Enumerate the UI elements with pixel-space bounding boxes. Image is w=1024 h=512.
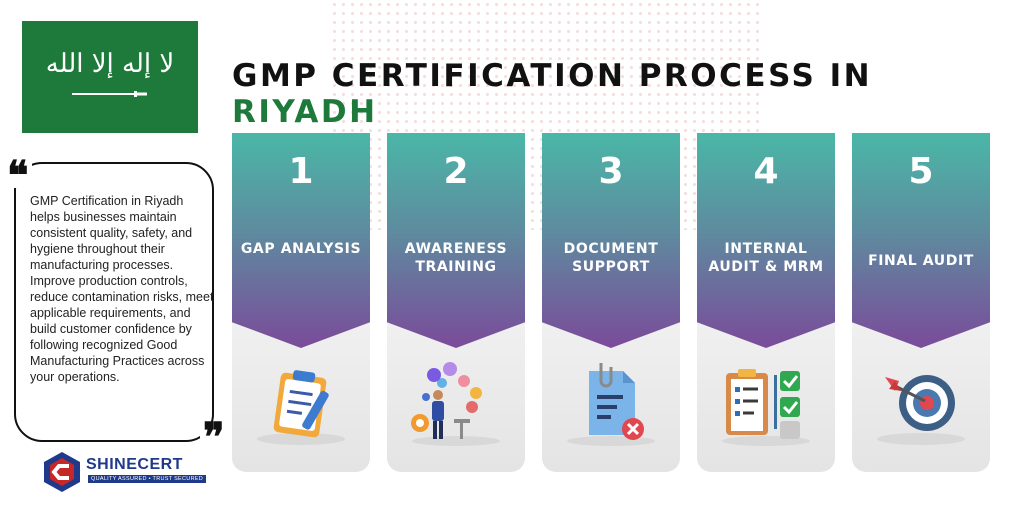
quote-text: GMP Certification in Riyadh helps busine… [30, 194, 214, 384]
step-card-1: 1 GAP ANALYSIS [232, 133, 370, 472]
step-card-3: 3 DOCUMENT SUPPORT [542, 133, 680, 472]
step-label: FINAL AUDIT [868, 253, 974, 269]
shinecert-logo: SHINECERT QUALITY ASSURED • TRUST SECURE… [42, 450, 207, 494]
step-banner [542, 133, 680, 348]
presenter-icon [411, 362, 500, 446]
document-error-icon [567, 363, 655, 446]
close-quote-icon: ❞ [200, 418, 228, 458]
page-title: GMP CERTIFICATION PROCESS IN RIYADH [232, 58, 1012, 130]
title-prefix: GMP CERTIFICATION PROCESS IN [232, 58, 873, 94]
step-number: 3 [598, 151, 624, 192]
quote-box [14, 162, 214, 442]
open-quote-icon: ❝ [4, 156, 32, 196]
step-number: 5 [908, 151, 934, 192]
sword-icon [72, 91, 147, 97]
step-label: INTERNAL AUDIT & MRM [708, 241, 824, 275]
logo-name: SHINECERT [86, 456, 183, 473]
step-card-2: 2 AWARENESS TRAINING [387, 133, 525, 472]
step-banner [852, 133, 990, 348]
clipboard-pen-icon [257, 370, 345, 445]
title-accent: RIYADH [232, 94, 378, 130]
step-banner [697, 133, 835, 348]
target-dart-icon [877, 375, 965, 445]
flag-shahada: ﻻ ﺇﻟﻪ ﺇﻻ ﺍﻟﻠﻪ [45, 49, 175, 79]
step-label: DOCUMENT SUPPORT [563, 241, 659, 275]
step-number: 2 [443, 151, 469, 192]
step-label: AWARENESS TRAINING [404, 241, 508, 275]
step-card-5: 5 FINAL AUDIT [852, 133, 990, 472]
step-card-4: 4 INTERNAL AUDIT & MRM [697, 133, 835, 472]
step-banner [387, 133, 525, 348]
saudi-flag-icon: ﻻ ﺇﻟﻪ ﺇﻻ ﺍﻟﻠﻪ [22, 21, 198, 133]
step-number: 4 [753, 151, 779, 192]
step-banner [232, 133, 370, 348]
logo-tagline: QUALITY ASSURED • TRUST SECURED [88, 475, 207, 483]
checklist-icon [722, 369, 810, 446]
step-label: GAP ANALYSIS [240, 241, 362, 257]
step-number: 1 [288, 151, 314, 192]
shinecert-emblem-icon [44, 452, 80, 492]
